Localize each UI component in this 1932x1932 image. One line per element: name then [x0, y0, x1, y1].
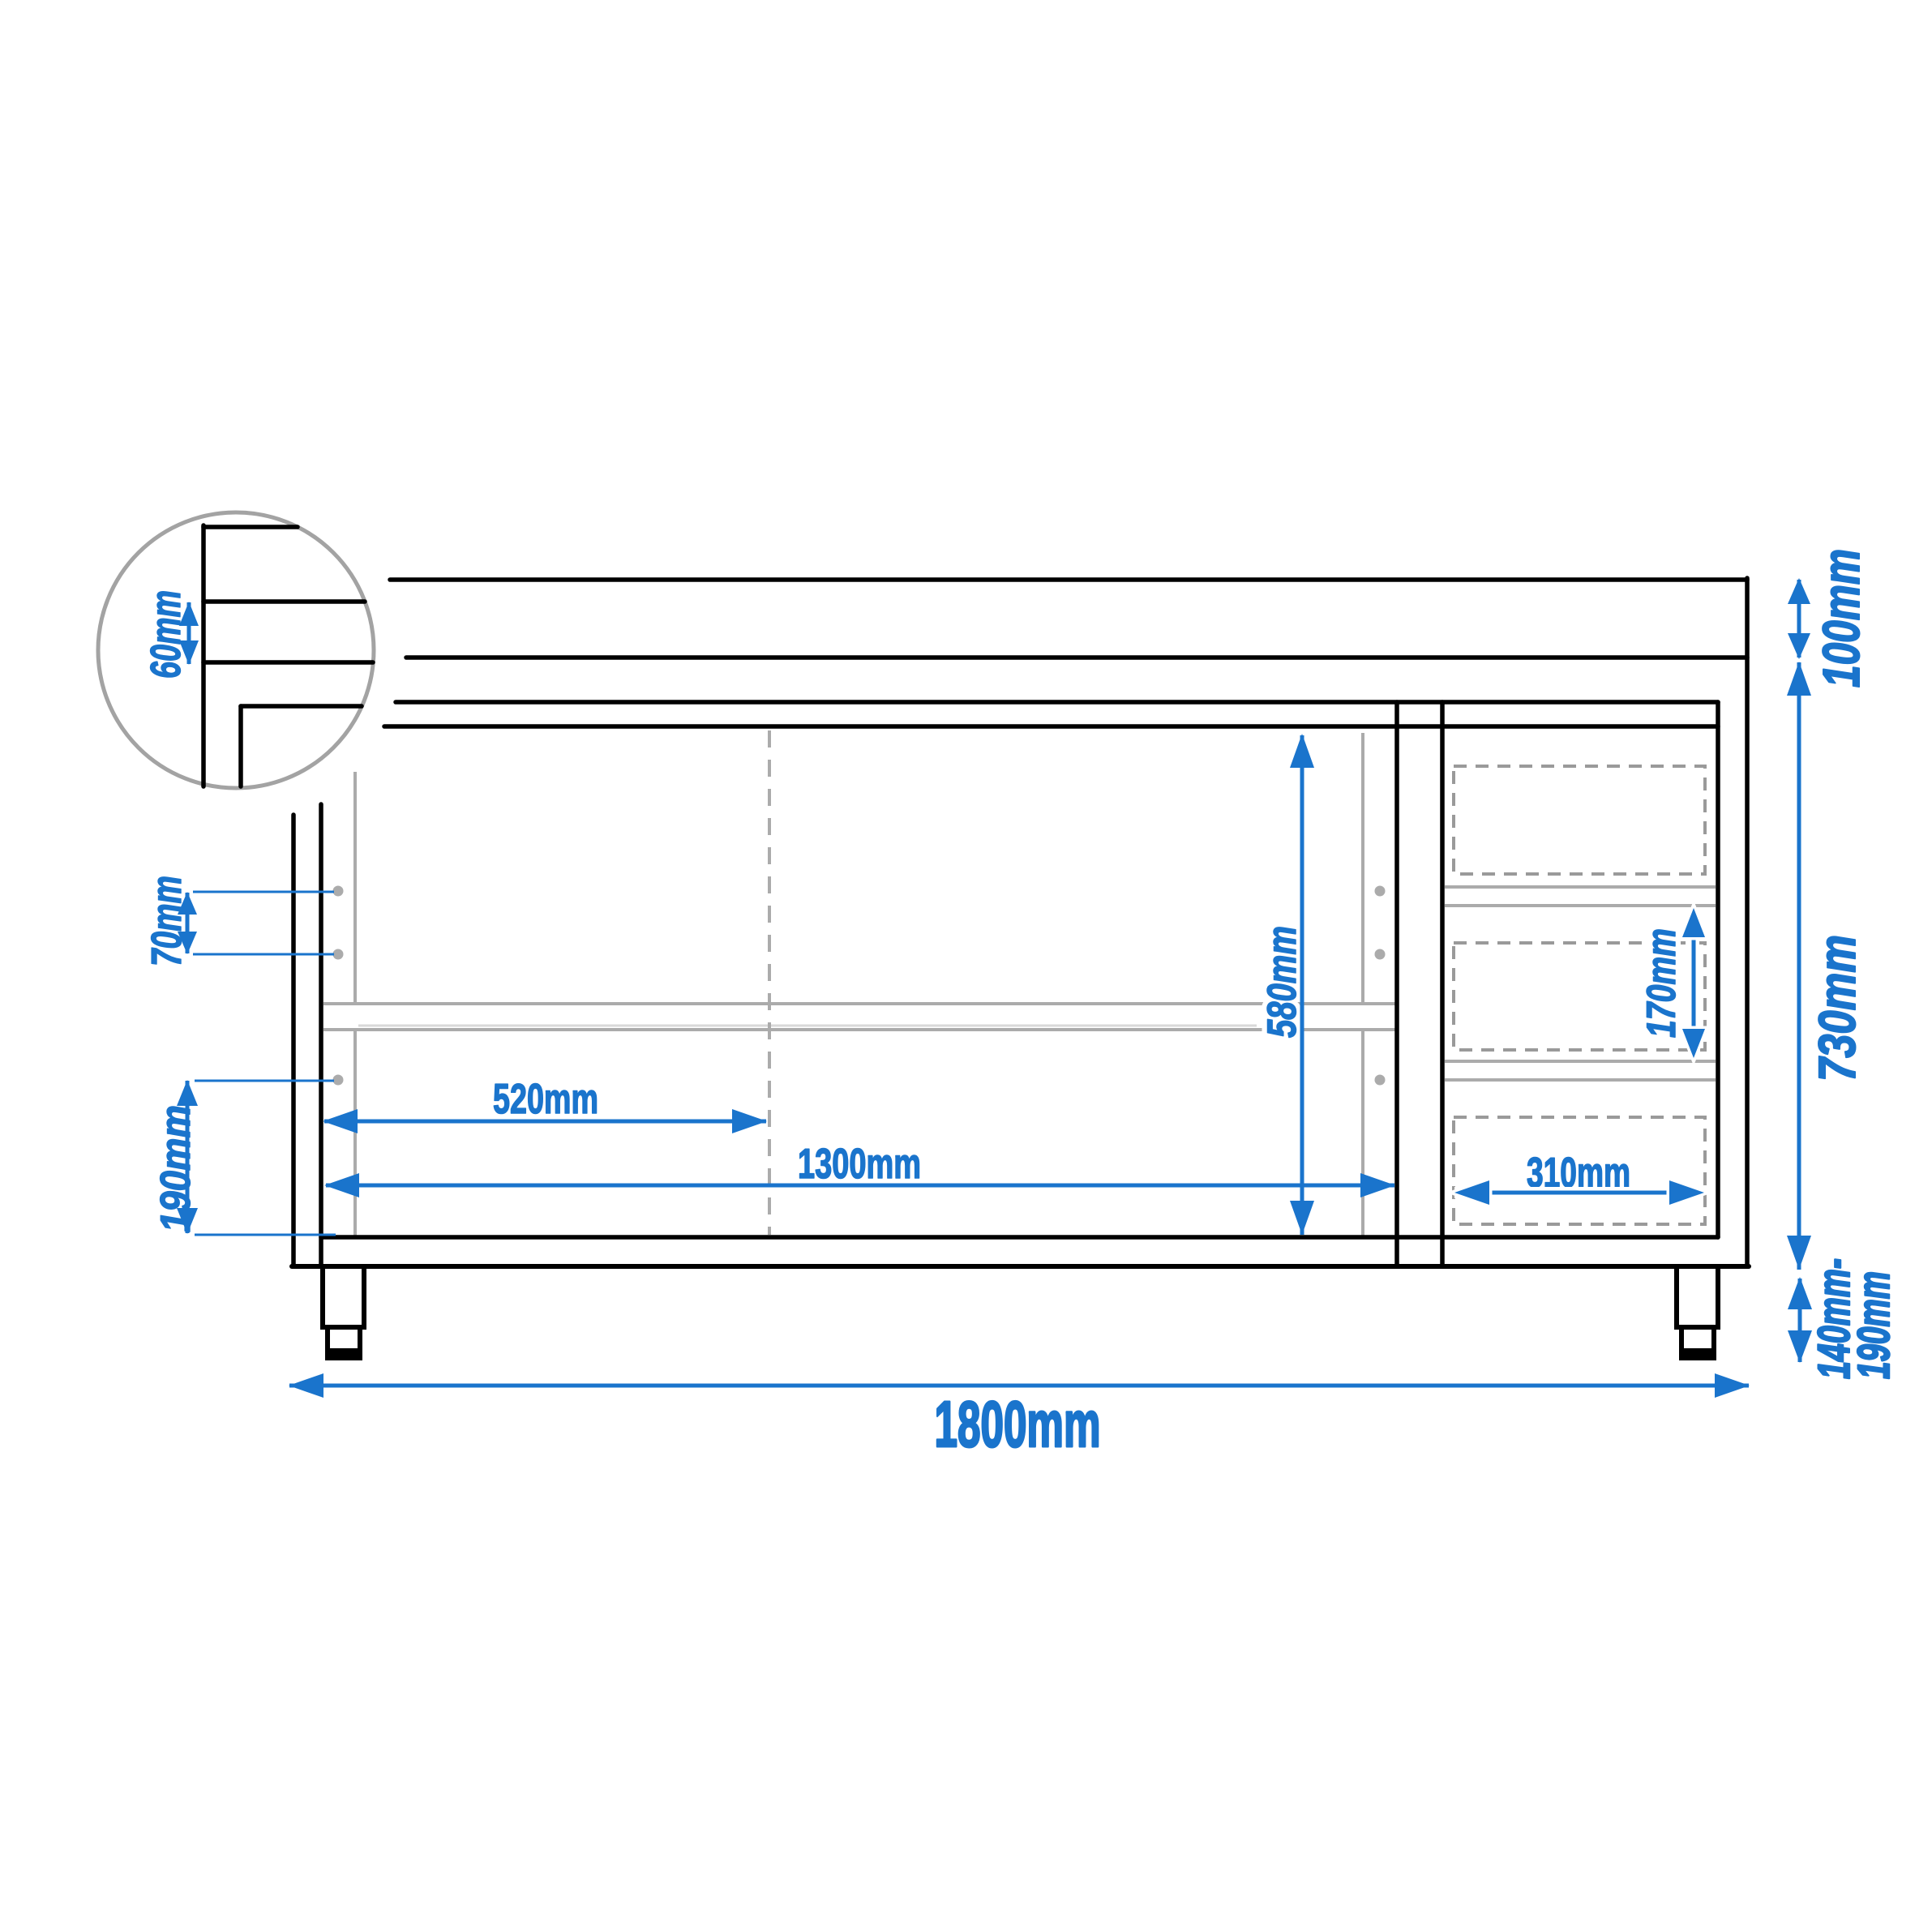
- svg-text:1800mm: 1800mm: [935, 1388, 1101, 1460]
- svg-text:730mm: 730mm: [1808, 935, 1866, 1082]
- svg-text:730mm: 730mm: [1808, 935, 1866, 1082]
- svg-text:140mm-: 140mm-: [1808, 1258, 1859, 1379]
- svg-text:60mm: 60mm: [143, 590, 190, 679]
- svg-text:1300mm: 1300mm: [798, 1141, 921, 1188]
- svg-text:1300mm: 1300mm: [798, 1141, 921, 1188]
- svg-text:100mm: 100mm: [1812, 549, 1870, 688]
- svg-text:1800mm: 1800mm: [935, 1388, 1101, 1460]
- svg-text:100mm: 100mm: [1812, 549, 1870, 688]
- svg-text:140mm-: 140mm-: [1808, 1258, 1859, 1379]
- svg-text:190mm: 190mm: [1848, 1271, 1899, 1379]
- svg-text:190mm: 190mm: [1848, 1271, 1899, 1379]
- svg-text:520mm: 520mm: [493, 1076, 598, 1123]
- svg-text:170mm: 170mm: [1639, 928, 1684, 1038]
- svg-text:170mm: 170mm: [1639, 928, 1684, 1038]
- svg-text:520mm: 520mm: [493, 1076, 598, 1123]
- svg-text:60mm: 60mm: [143, 590, 190, 679]
- svg-text:190mm: 190mm: [152, 1105, 199, 1232]
- svg-text:580mm: 580mm: [1259, 926, 1304, 1038]
- svg-text:70mm: 70mm: [144, 876, 191, 966]
- svg-text:70mm: 70mm: [144, 876, 191, 966]
